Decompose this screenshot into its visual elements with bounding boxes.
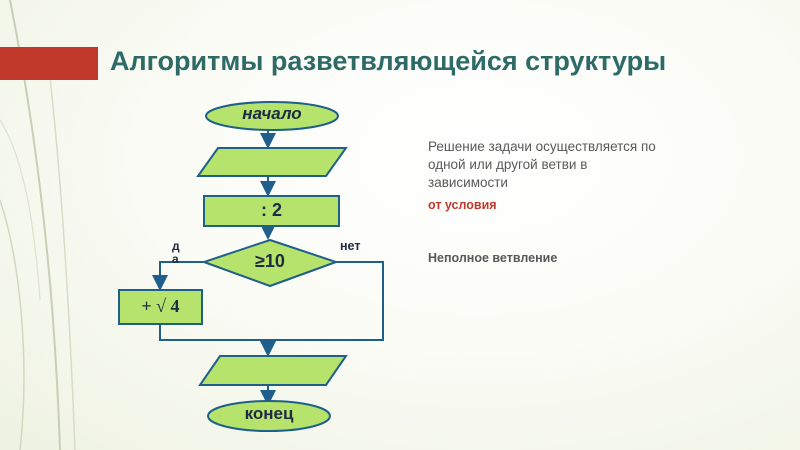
process-label: : 2 [260, 200, 282, 220]
end-label: конец [244, 404, 294, 423]
process-block [203, 195, 340, 227]
branch-action-block [118, 289, 203, 325]
input-parallelogram [196, 147, 348, 177]
yes-label: да [172, 239, 180, 266]
connector-yes-branch [152, 261, 203, 291]
start-label: начало [242, 104, 302, 123]
decision-label: ≥10 [255, 251, 285, 271]
slide-title: Алгоритмы разветвляющейся структуры [110, 46, 667, 76]
title-accent-bar [0, 47, 98, 80]
partial-branching-label: Неполное ветвление [428, 251, 558, 265]
connector-no-branch [268, 261, 384, 341]
flow-connectors [152, 129, 384, 406]
no-label: нет [340, 239, 361, 253]
branch-action-label: + √ 4 [141, 296, 180, 316]
condition-text: от условия [428, 198, 497, 212]
decision-diamond [200, 238, 340, 288]
end-terminal [207, 400, 331, 432]
output-parallelogram [198, 355, 348, 386]
connector-branch-merge [159, 323, 268, 341]
description-text: Решение задачи осуществляется по одной и… [428, 139, 656, 190]
start-terminal [205, 101, 339, 131]
